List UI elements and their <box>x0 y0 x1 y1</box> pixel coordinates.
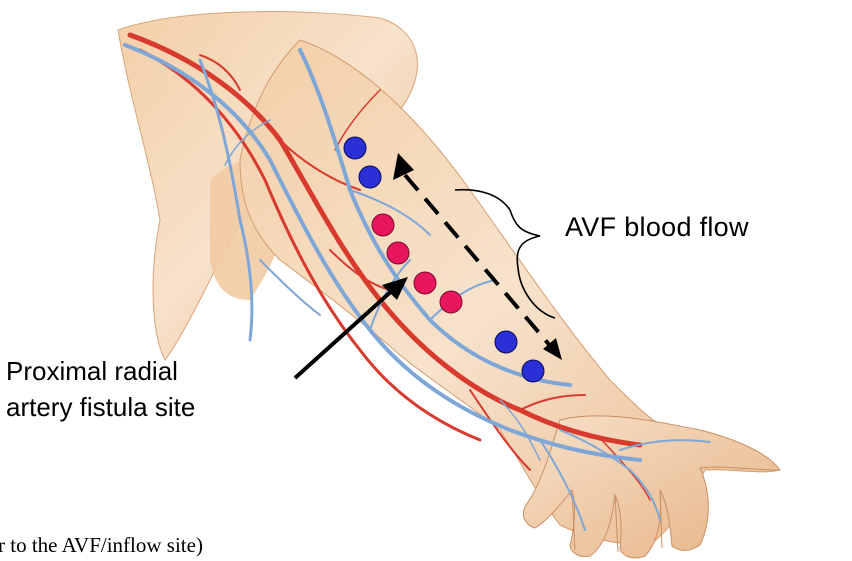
blue-marker <box>359 166 381 188</box>
fistula-site-label-line1: Proximal radial <box>6 356 178 387</box>
pink-marker <box>414 272 436 294</box>
blue-marker <box>495 331 517 353</box>
hand <box>523 416 780 558</box>
pink-marker <box>387 242 409 264</box>
avf-blood-flow-label: AVF blood flow <box>565 212 749 243</box>
caption-fragment: r to the AVF/inflow site) <box>0 533 203 558</box>
pink-marker <box>440 291 462 313</box>
blue-marker <box>344 137 366 159</box>
blue-marker <box>522 360 544 382</box>
pink-marker <box>372 214 394 236</box>
fistula-site-label-line2: artery fistula site <box>6 392 195 423</box>
